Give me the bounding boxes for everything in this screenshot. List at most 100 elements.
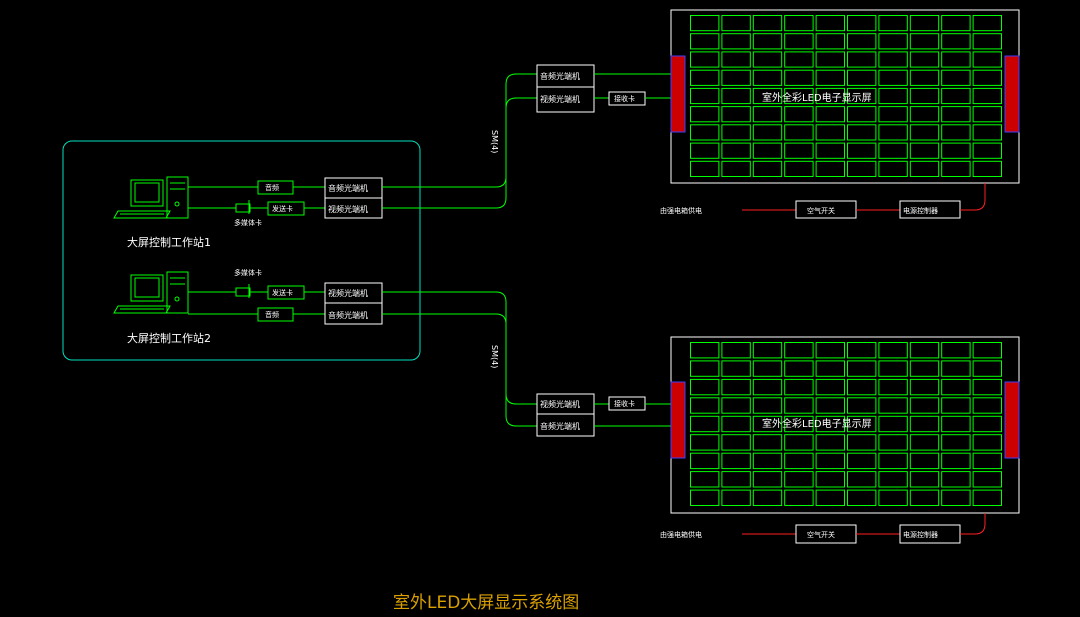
led-module <box>784 489 814 507</box>
led-module <box>972 415 1002 433</box>
led-module <box>847 471 877 488</box>
led-module <box>784 33 814 50</box>
ws2-audio-transceiver-label: 音频光端机 <box>328 310 368 320</box>
led-module <box>752 106 783 123</box>
led-module <box>972 452 1002 470</box>
led-module <box>909 489 940 507</box>
led-module <box>784 69 814 86</box>
speaker-left <box>670 381 686 459</box>
receive-card-2-label: 接收卡 <box>614 399 635 408</box>
led-module <box>752 142 783 159</box>
control-room-frame <box>62 140 421 361</box>
led-module <box>847 69 877 86</box>
led-module <box>847 360 877 377</box>
led-module <box>690 160 720 178</box>
led-module <box>815 360 845 377</box>
led-module <box>878 397 908 414</box>
led-module <box>784 87 814 105</box>
led-module <box>878 471 908 488</box>
led-module <box>690 434 720 451</box>
screen-1-label: 室外全彩LED电子显示屏 <box>762 91 872 104</box>
led-module <box>815 397 845 414</box>
led-module <box>972 434 1002 451</box>
led-module <box>721 106 751 123</box>
led-module <box>909 124 940 141</box>
led-module <box>721 142 751 159</box>
led-module <box>909 142 940 159</box>
led-module <box>784 471 814 488</box>
led-module <box>721 342 751 359</box>
led-module <box>784 415 814 433</box>
led-module <box>909 33 940 50</box>
audio-card-2-label: 音频 <box>265 310 279 319</box>
ws1-video-transceiver-label: 视频光端机 <box>328 204 368 214</box>
led-module <box>690 415 720 433</box>
multimedia-card-2-label: 多媒体卡 <box>234 268 262 277</box>
led-module <box>972 15 1002 32</box>
led-module <box>721 160 751 178</box>
led-module <box>815 69 845 86</box>
workstation-2: 大屏控制工作站2 多媒体卡 发送卡 音频 视频光端机 音频光端机 <box>113 268 383 345</box>
led-module <box>847 87 877 105</box>
computer-icon <box>113 176 189 219</box>
led-module <box>878 415 908 433</box>
receiver-group-2 <box>536 393 595 437</box>
send-card-2-label: 发送卡 <box>272 288 293 297</box>
led-module <box>878 124 908 141</box>
led-module <box>690 471 720 488</box>
led-module <box>784 342 814 359</box>
multimedia-card-1-label: 多媒体卡 <box>234 218 262 227</box>
led-module <box>878 106 908 123</box>
led-module <box>721 69 751 86</box>
led-module <box>690 489 720 507</box>
led-module <box>909 160 940 178</box>
screen-1-receivers: 音频光端机 视频光端机 接收卡 <box>536 64 671 113</box>
led-module <box>941 342 971 359</box>
led-module <box>909 51 940 68</box>
led-module <box>972 397 1002 414</box>
led-module <box>721 87 751 105</box>
speaker-right <box>1004 381 1020 459</box>
led-module <box>909 106 940 123</box>
led-module <box>752 415 783 433</box>
led-module <box>815 434 845 451</box>
led-module <box>847 51 877 68</box>
led-module <box>752 15 783 32</box>
air-switch-1-label: 空气开关 <box>807 206 835 215</box>
led-module <box>972 69 1002 86</box>
led-module <box>972 106 1002 123</box>
led-module <box>941 378 971 396</box>
diagram-title: 室外LED大屏显示系统图 <box>393 593 579 613</box>
led-module <box>878 69 908 86</box>
led-module <box>972 360 1002 377</box>
led-module <box>972 33 1002 50</box>
power-controller-2-label: 电源控制器 <box>903 530 938 539</box>
led-module <box>878 87 908 105</box>
led-module <box>909 434 940 451</box>
led-module <box>941 160 971 178</box>
led-module <box>752 33 783 50</box>
led-module <box>847 415 877 433</box>
led-module <box>941 106 971 123</box>
led-module <box>878 15 908 32</box>
led-module <box>721 360 751 377</box>
led-module <box>815 15 845 32</box>
fiber-links: SM(4) SM(4) <box>382 73 537 427</box>
screen-2-power: 由强电箱供电 空气开关 电源控制器 <box>660 513 986 544</box>
computer-icon <box>113 271 189 314</box>
led-module <box>878 160 908 178</box>
led-module <box>847 33 877 50</box>
led-module <box>721 378 751 396</box>
screen-2-label: 室外全彩LED电子显示屏 <box>762 417 872 430</box>
led-module <box>721 124 751 141</box>
led-module <box>972 87 1002 105</box>
fiber-label-top: SM(4) <box>490 130 499 153</box>
led-module <box>909 15 940 32</box>
screen1-video-receiver-label: 视频光端机 <box>540 94 580 104</box>
led-module <box>941 51 971 68</box>
air-switch-2-label: 空气开关 <box>807 530 835 539</box>
led-module <box>752 489 783 507</box>
led-module <box>909 378 940 396</box>
led-module <box>721 33 751 50</box>
